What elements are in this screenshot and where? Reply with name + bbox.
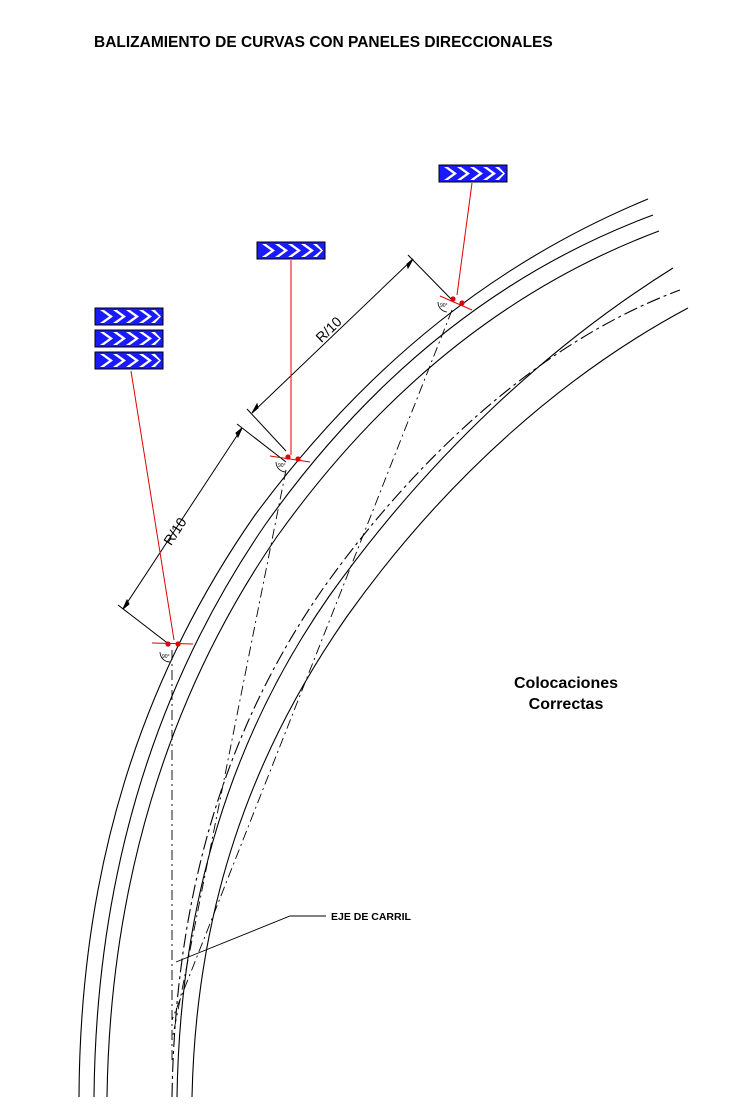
road-lines (78, 198, 689, 1098)
note-line-1: Colocaciones (514, 675, 618, 692)
dimension-label-2: R/10 (312, 313, 345, 345)
road-edge-line-2 (93, 214, 654, 1098)
panel-group-1 (94, 307, 164, 370)
angle-mark-1: 90° (162, 654, 170, 660)
axis-leader-line (175, 915, 326, 963)
road-edge-line-3 (106, 230, 660, 1098)
right-angle-icon (159, 301, 448, 663)
leader-lines (130, 182, 473, 645)
panel-group-2 (256, 241, 326, 260)
angle-mark-2: 90° (278, 463, 286, 469)
chevron-panel-icon (94, 351, 164, 370)
chevron-panel-icon (94, 329, 164, 348)
sight-lines (171, 309, 453, 1060)
chevron-panel-icon (438, 164, 508, 183)
dimensions (117, 254, 453, 646)
sight-line-2 (171, 469, 287, 1041)
panel-group-3 (438, 164, 508, 183)
red-dot-icon (165, 296, 465, 647)
lane-axis-line (171, 289, 681, 1098)
note-line-2: Correctas (529, 696, 604, 713)
chevron-panel-icon (256, 241, 326, 260)
dimension-label-1: R/10 (160, 514, 190, 548)
road-edge-inner-2 (191, 307, 689, 1098)
road-edge-outer (78, 198, 649, 1098)
sight-line-3 (171, 309, 453, 1021)
chevron-panel-icon (94, 307, 164, 326)
angle-mark-3: 90° (440, 303, 448, 309)
axis-label: EJE DE CARRIL (331, 911, 412, 923)
road-edge-inner-1 (176, 267, 674, 1098)
page-title: BALIZAMIENTO DE CURVAS CON PANELES DIREC… (94, 34, 553, 51)
